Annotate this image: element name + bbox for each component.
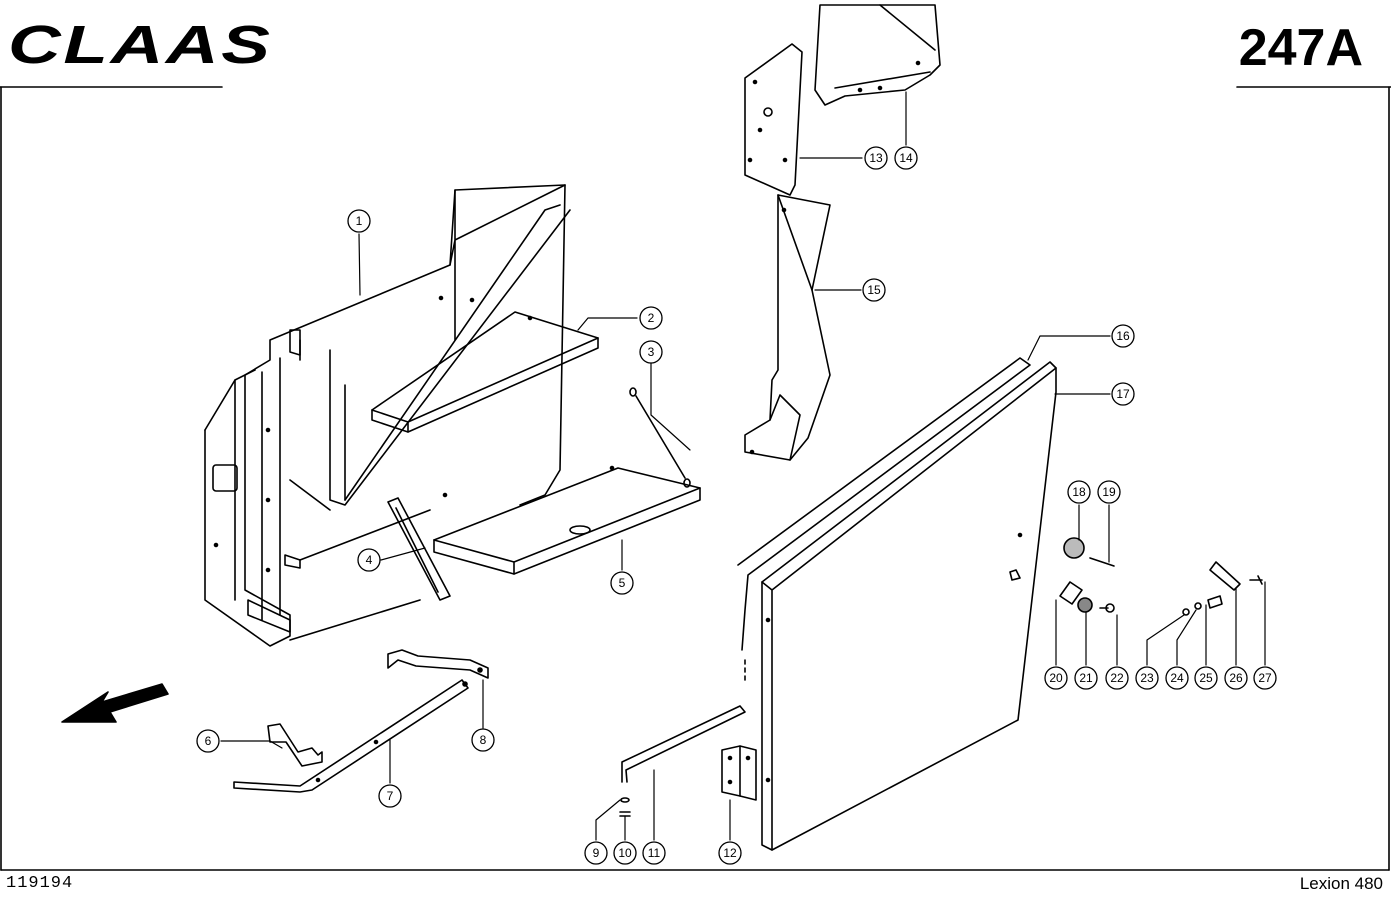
callout-circle-23 [1135, 666, 1159, 690]
leader-lines [220, 91, 1266, 841]
callout-label-16: 16 [1116, 329, 1130, 343]
callout-label-13: 13 [869, 151, 883, 165]
part-20-latch-plate [1059, 581, 1083, 605]
callout-circle-13 [864, 146, 888, 170]
part-22-bolt [1099, 603, 1115, 613]
callout-circle-25 [1194, 666, 1218, 690]
callout-circle-20 [1044, 666, 1068, 690]
callout-circle-7 [378, 784, 402, 808]
callout-label-20: 20 [1049, 671, 1063, 685]
callout-label-8: 8 [480, 733, 487, 747]
part-19-screw [1089, 557, 1115, 567]
part-12-hinge [721, 745, 757, 801]
callout-label-24: 24 [1170, 671, 1184, 685]
claas-logo: CLAAS [8, 15, 273, 75]
callout-circle-22 [1105, 666, 1129, 690]
callout-label-14: 14 [899, 151, 913, 165]
callout-label-12: 12 [723, 846, 737, 860]
part-1-housing [204, 184, 571, 647]
callout-label-25: 25 [1199, 671, 1213, 685]
callout-circle-1 [347, 209, 371, 233]
part-27-screw [1249, 575, 1263, 585]
part-11-support-rod [621, 705, 746, 783]
part-5-lower-shelf [433, 465, 701, 575]
callout-circle-2 [639, 306, 663, 330]
callout-label-4: 4 [366, 553, 373, 567]
callout-circle-24 [1165, 666, 1189, 690]
callout-circle-21 [1074, 666, 1098, 690]
callout-label-5: 5 [619, 576, 626, 590]
callout-label-18: 18 [1072, 485, 1086, 499]
callout-label-3: 3 [648, 345, 655, 359]
callout-circle-5 [610, 571, 634, 595]
drawing-number: 119194 [6, 874, 74, 893]
callout-label-9: 9 [593, 846, 600, 860]
callout-circle-19 [1097, 480, 1121, 504]
part-26-clip [1209, 561, 1241, 591]
part-6-bracket [267, 723, 323, 767]
callout-circle-3 [639, 340, 663, 364]
callout-label-22: 22 [1110, 671, 1124, 685]
callout-label-10: 10 [618, 846, 632, 860]
callout-circle-17 [1111, 382, 1135, 406]
callout-label-15: 15 [867, 283, 881, 297]
part-8-brace [387, 649, 489, 679]
callout-label-6: 6 [205, 734, 212, 748]
part-13-plate [744, 43, 803, 196]
part-16-seal-strip [737, 357, 1031, 681]
callout-circle-10 [613, 841, 637, 865]
part-21-knob [1077, 597, 1093, 613]
callout-circle-9 [584, 841, 608, 865]
part-17-door-panel [761, 361, 1057, 851]
callout-circle-8 [471, 728, 495, 752]
page-reference: 247A [1238, 19, 1363, 77]
latch-stud [1009, 569, 1021, 581]
part-14-upper-panel [814, 4, 941, 106]
part-25-bushing [1207, 595, 1223, 609]
part-7-strut [233, 679, 469, 793]
callout-circle-11 [642, 841, 666, 865]
callout-label-17: 17 [1116, 387, 1130, 401]
callout-label-2: 2 [648, 311, 655, 325]
callout-label-11: 11 [648, 846, 661, 860]
callout-label-19: 19 [1102, 485, 1116, 499]
part-24-washer [1194, 602, 1202, 610]
part-9-washer [620, 797, 630, 803]
part-3-retaining-cable [629, 387, 691, 488]
callout-circle-12 [718, 841, 742, 865]
part-18-cap [1063, 537, 1085, 559]
callout-circle-15 [862, 278, 886, 302]
callout-label-23: 23 [1140, 671, 1154, 685]
part-4-strap [387, 497, 451, 601]
callout-circle-27 [1253, 666, 1277, 690]
callout-circle-14 [894, 146, 918, 170]
callout-circle-6 [196, 729, 220, 753]
machine-model: Lexion 480 [1299, 874, 1383, 893]
callout-circle-18 [1067, 480, 1091, 504]
callout-label-21: 21 [1079, 671, 1093, 685]
callout-label-7: 7 [387, 789, 394, 803]
callout-label-1: 1 [356, 214, 363, 228]
callout-circle-26 [1224, 666, 1248, 690]
part-23-nut [1182, 608, 1190, 616]
direction-arrow-icon [61, 683, 169, 723]
callout-label-27: 27 [1258, 671, 1272, 685]
callout-circle-16 [1111, 324, 1135, 348]
callout-label-26: 26 [1229, 671, 1243, 685]
part-15-deflector [744, 194, 831, 461]
callout-circle-4 [357, 548, 381, 572]
part-2-upper-shelf [371, 311, 599, 433]
